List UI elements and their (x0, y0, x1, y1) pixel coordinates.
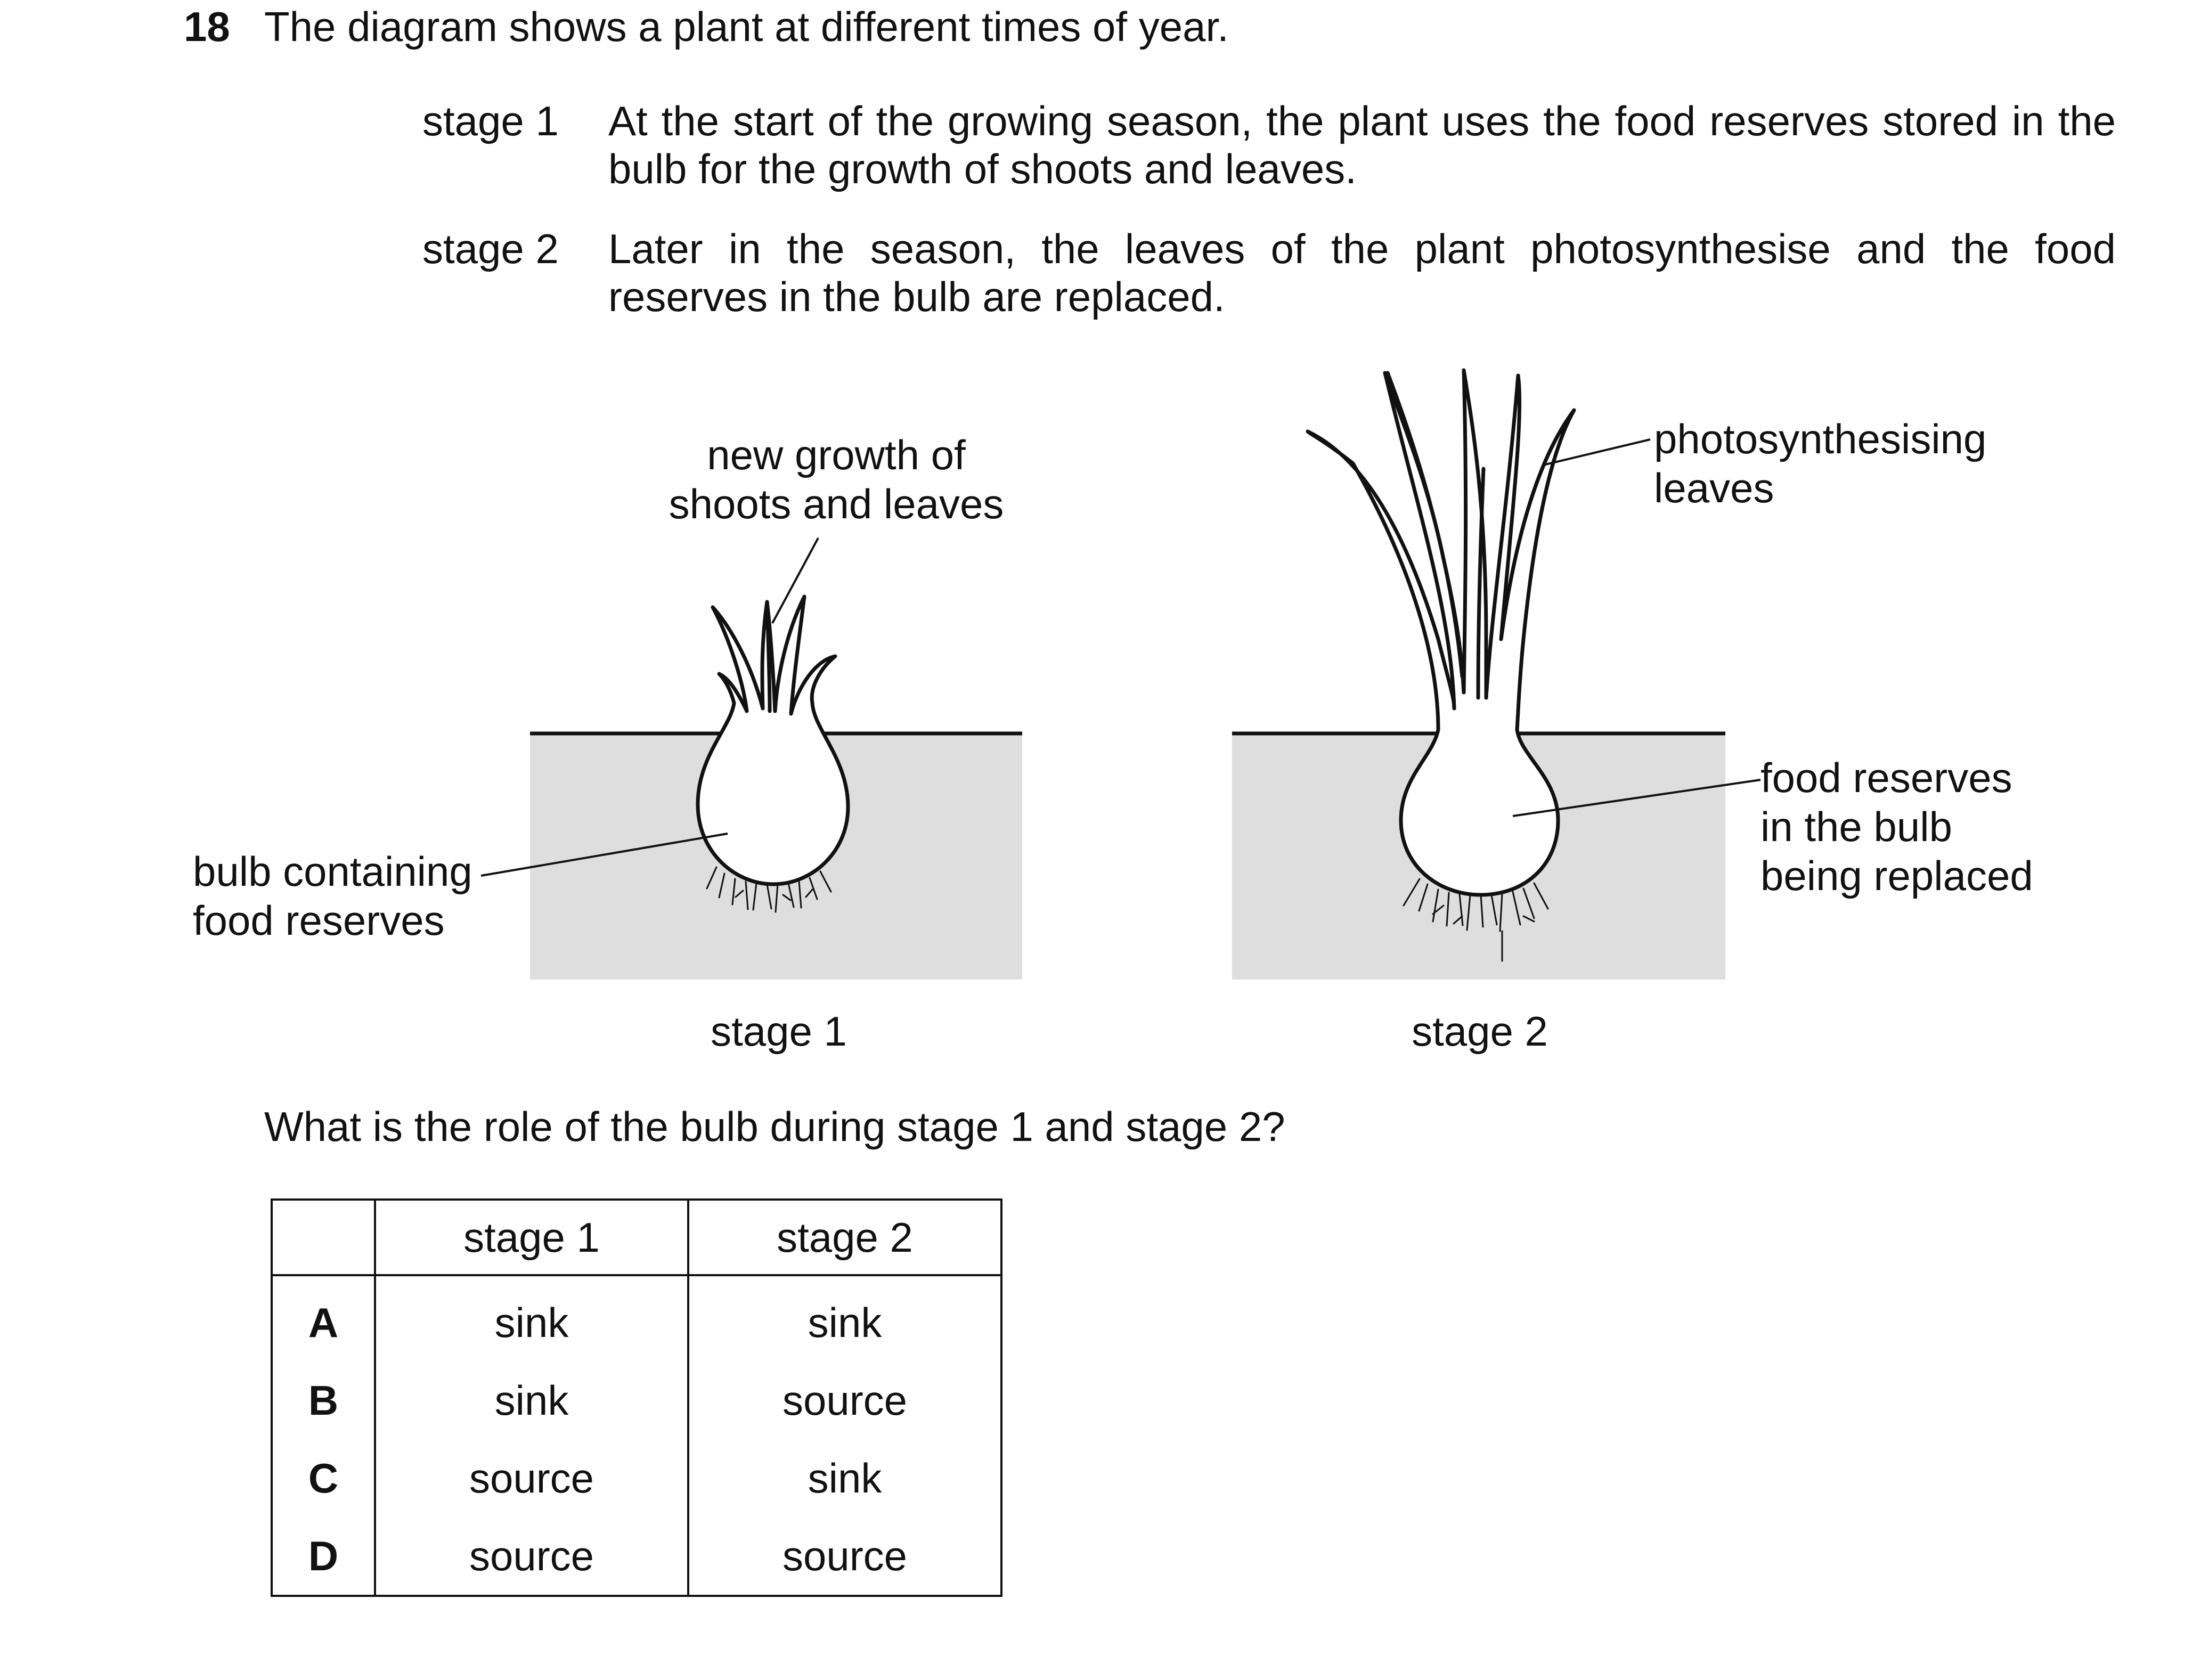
table-row[interactable]: C source sink (271, 1439, 1002, 1517)
stage-1-label: stage 1 (422, 97, 559, 144)
stage-1-plant (696, 594, 850, 913)
header-key (271, 1198, 376, 1276)
option-stage-1: source (374, 1439, 689, 1517)
leader-lines (480, 438, 1761, 877)
option-stage-2: source (687, 1517, 1002, 1597)
option-stage-1: source (374, 1517, 689, 1597)
option-stage-1: sink (374, 1361, 689, 1439)
label-new-growth: new growth of shoots and leaves (669, 431, 1004, 527)
table-row[interactable]: A sink sink (271, 1275, 1002, 1361)
header-stage-2: stage 2 (687, 1198, 1002, 1276)
stage-2-description: Later in the season, the leaves of the p… (608, 225, 2116, 320)
question-prompt: What is the role of the bulb during stag… (264, 1103, 1285, 1150)
table-row[interactable]: B sink source (271, 1361, 1002, 1439)
caption-stage-2: stage 2 (1412, 1008, 1548, 1055)
question-intro: The diagram shows a plant at different t… (264, 3, 1229, 50)
options-table: stage 1 stage 2 A sink sink B sink sourc… (271, 1198, 1002, 1597)
question-number: 18 (184, 3, 230, 50)
option-stage-2: sink (687, 1439, 1002, 1517)
header-stage-1: stage 1 (374, 1198, 689, 1276)
option-key: B (271, 1361, 376, 1439)
table-row[interactable]: D source source (271, 1517, 1002, 1597)
caption-stage-1: stage 1 (711, 1008, 847, 1055)
stage-1-description: At the start of the growing season, the … (608, 97, 2116, 192)
option-stage-2: sink (687, 1275, 1002, 1361)
bulb-stage-1 (696, 701, 850, 886)
option-key: D (271, 1517, 376, 1597)
label-photosynthesising-leaves: photosynthesising leaves (1654, 415, 1987, 511)
label-bulb-containing: bulb containing food reserves (193, 848, 472, 944)
option-key: C (271, 1439, 376, 1517)
option-key: A (271, 1275, 376, 1361)
label-food-reserves-replaced: food reserves in the bulb being replaced (1760, 754, 2033, 899)
table-header-row: stage 1 stage 2 (271, 1198, 1002, 1276)
option-stage-1: sink (374, 1275, 689, 1361)
stage-2-label: stage 2 (422, 225, 559, 272)
stage-2-plant (1306, 368, 1576, 962)
option-stage-2: source (687, 1361, 1002, 1439)
